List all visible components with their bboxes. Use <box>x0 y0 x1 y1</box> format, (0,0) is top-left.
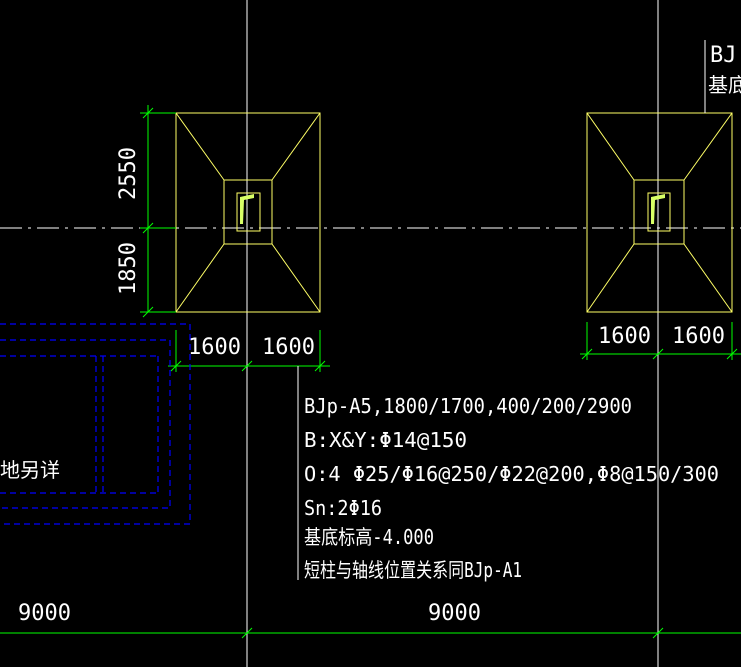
footing-left <box>175 112 321 313</box>
footing-right <box>586 112 733 313</box>
bottom-dimension <box>0 627 741 639</box>
footing-left-pedestal <box>223 179 273 245</box>
footing-left-dim-right: 1600 <box>262 335 315 360</box>
left-partial-note: 地另详 <box>0 458 60 482</box>
column-left-section <box>240 194 254 224</box>
annotation-line-2: B:X&Y:Φ14@150 <box>304 428 467 452</box>
hidden-structure <box>0 323 191 525</box>
column-right-section <box>651 194 665 224</box>
footing-right-dim-left: 1600 <box>598 324 651 349</box>
vertical-dimension <box>140 105 176 318</box>
footing-left-dim-left: 1600 <box>188 335 241 360</box>
footing-right-dim-right: 1600 <box>672 324 725 349</box>
dim-upper-label: 2550 <box>116 147 141 200</box>
top-right-label-1: BJ <box>710 43 737 68</box>
footing-left-outline <box>175 112 321 313</box>
footing-left-dimension-line <box>168 330 330 372</box>
bottom-dim-left: 9000 <box>18 601 71 626</box>
footing-right-dimension-line <box>580 322 741 360</box>
dim-lower-label: 1850 <box>116 242 141 295</box>
bottom-dim-right: 9000 <box>428 601 481 626</box>
column-left <box>236 192 261 232</box>
footing-right-pedestal <box>633 179 685 245</box>
footing-right-outline <box>586 112 733 313</box>
annotation-line-3: O:4 Φ25/Φ16@250/Φ22@200,Φ8@150/300 <box>304 462 719 486</box>
top-right-label-2: 基底标 <box>708 73 741 97</box>
annotation-line-6: 短柱与轴线位置关系同BJp-A1 <box>304 558 522 582</box>
footing-annotation: BJp-A5,1800/1700,400/200/2900 B:X&Y:Φ14@… <box>304 394 719 582</box>
annotation-line-5: 基底标高-4.000 <box>304 525 434 549</box>
annotation-line-1: BJp-A5,1800/1700,400/200/2900 <box>304 394 632 418</box>
annotation-line-4: Sn:2Φ16 <box>304 496 382 520</box>
column-right <box>647 192 671 232</box>
